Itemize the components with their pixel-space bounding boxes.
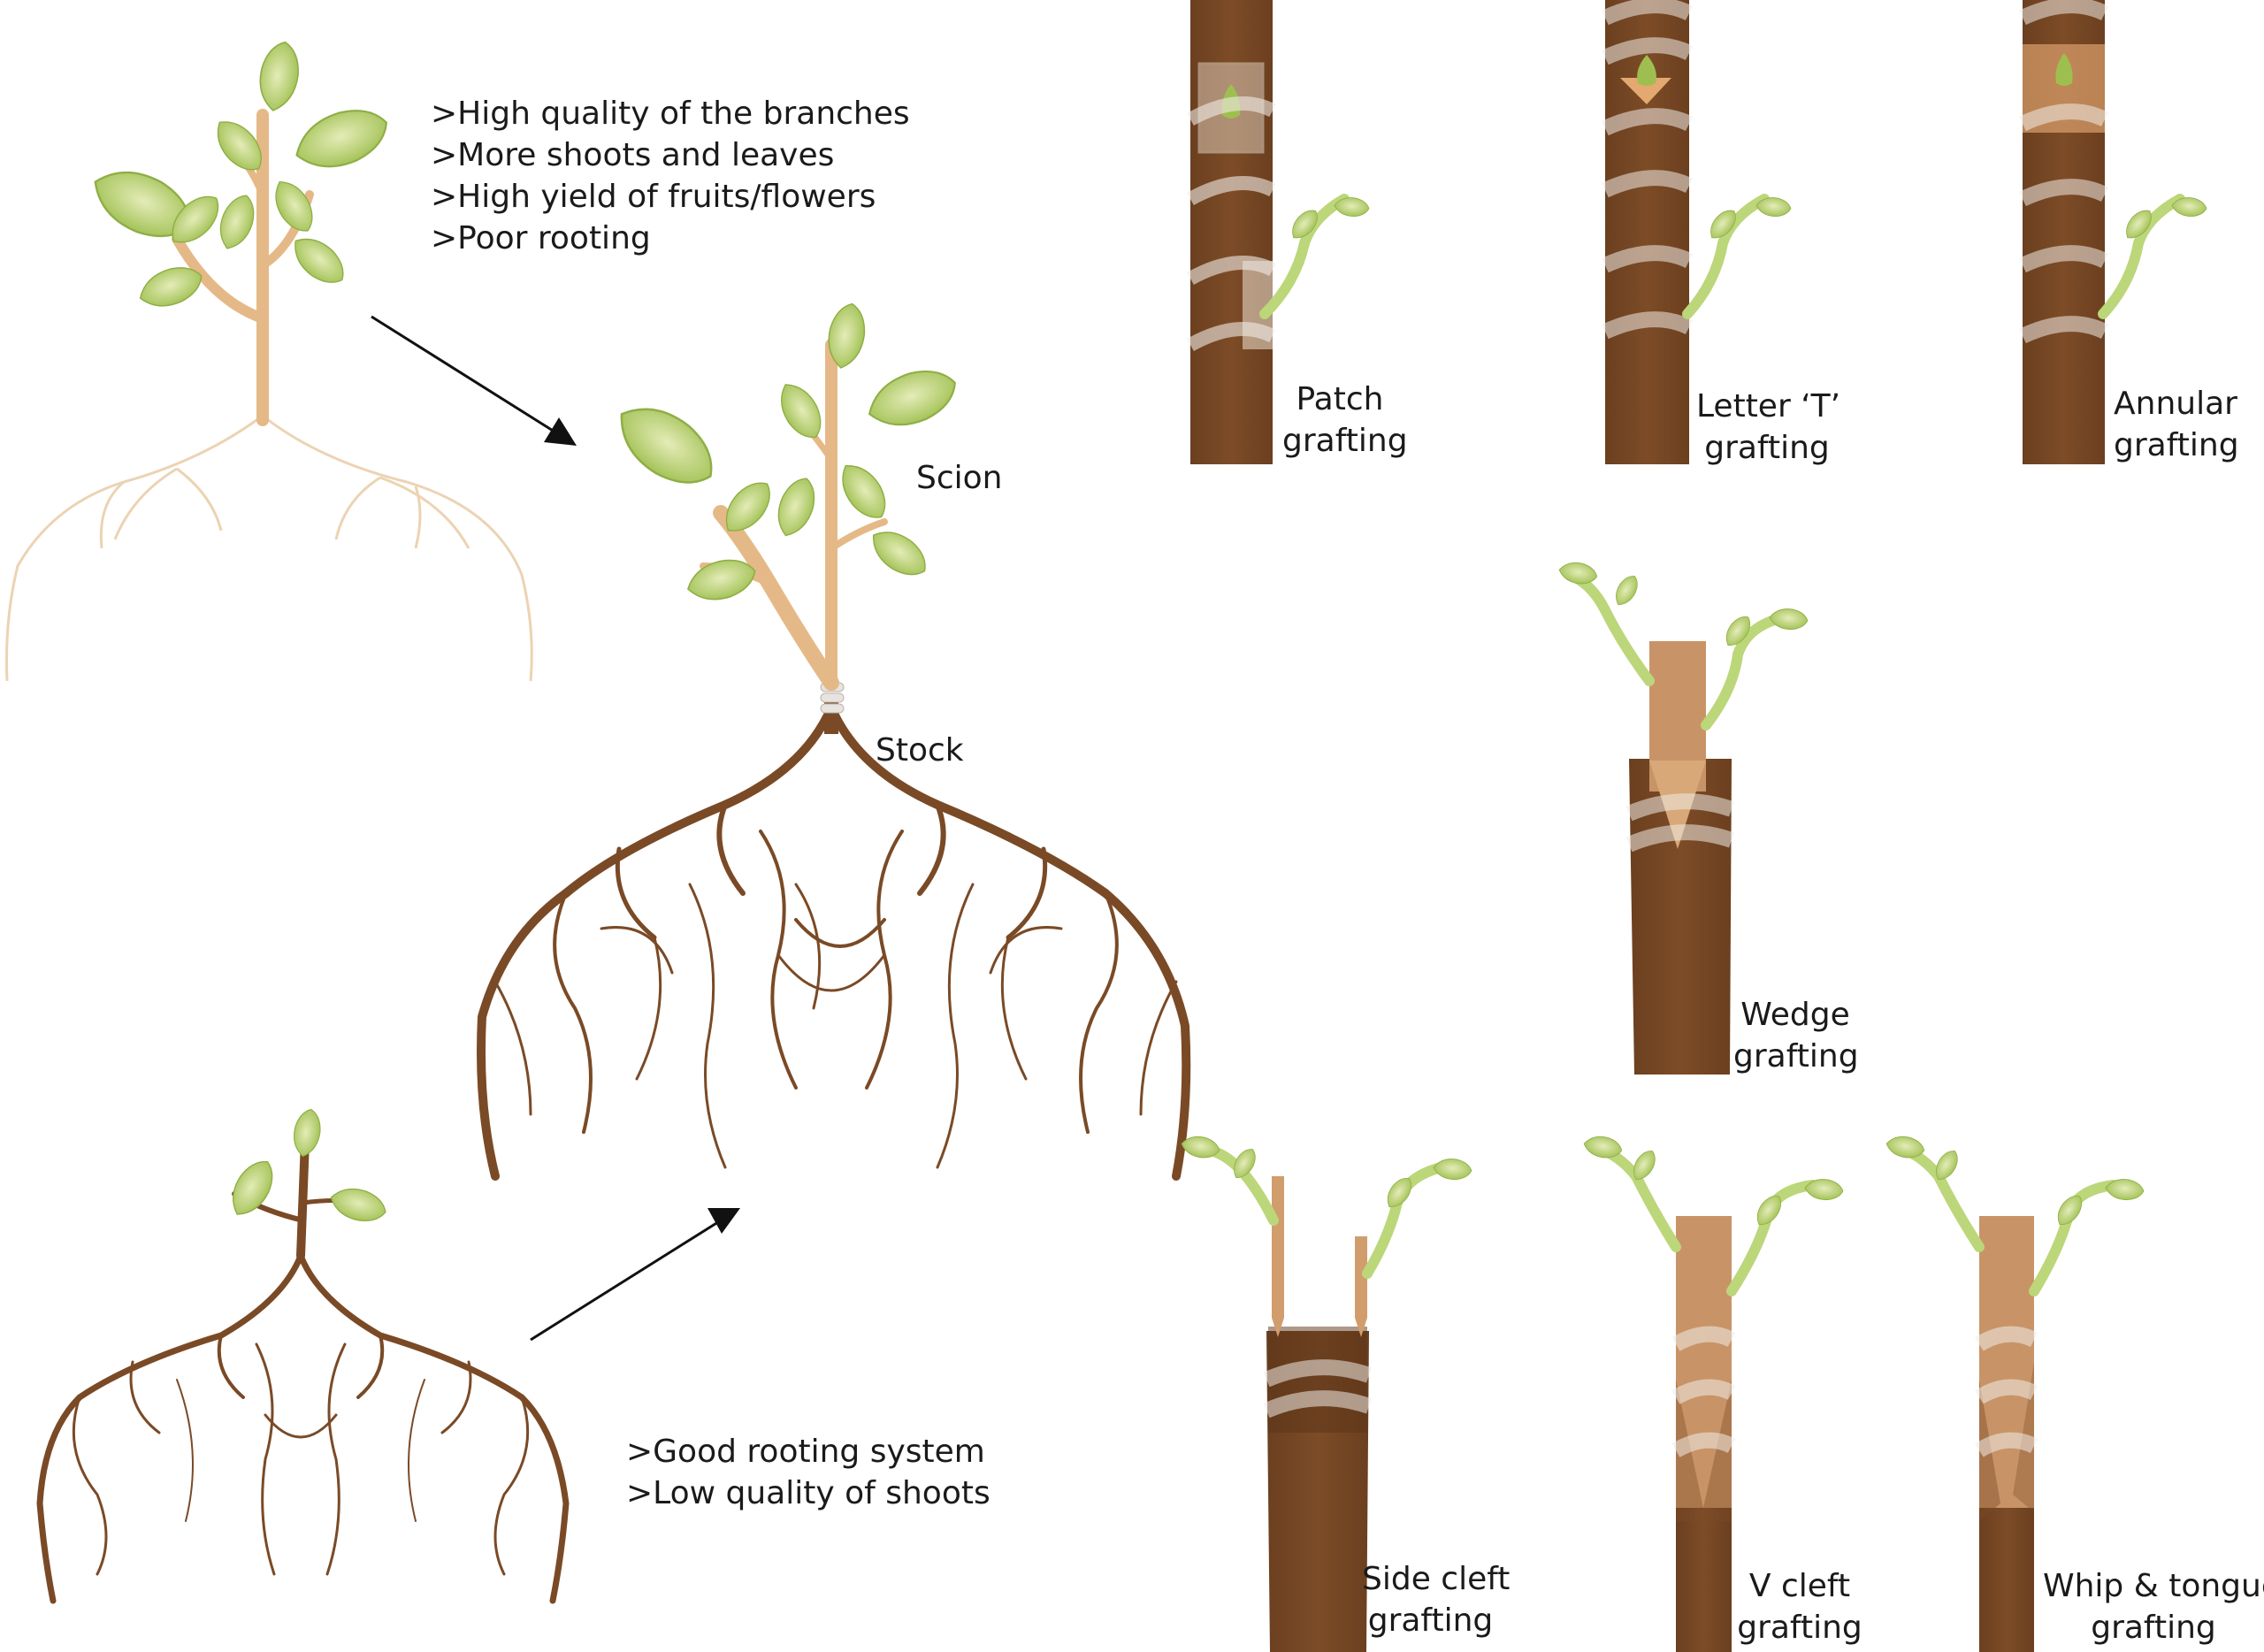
wedge-graft-illustration [1556, 559, 1809, 1075]
letter-t-graft-illustration [1602, 0, 1793, 464]
stock-trait: >Low quality of shoots [626, 1475, 990, 1511]
whip-tongue-graft-illustration [1884, 1133, 2145, 1652]
scion-trait: >More shoots and leaves [431, 137, 835, 173]
patch-graft-illustration [1187, 0, 1371, 464]
annular-graft-illustration [2019, 0, 2208, 464]
v-cleft-graft-illustration [1581, 1133, 1845, 1652]
scion-trait: >Poor rooting [431, 220, 651, 256]
stock-label: Stock [876, 732, 964, 769]
scion-traits-list: >High quality of the branches >More shoo… [431, 93, 910, 259]
scion-plant [5, 38, 533, 682]
stock-traits-list: >Good rooting system >Low quality of sho… [626, 1431, 990, 1514]
scion-plant-roots [5, 414, 533, 682]
grafted-plant [477, 300, 1191, 1181]
stock-plant [36, 1106, 570, 1604]
grafted-plant-roots [477, 703, 1191, 1181]
scion-trait: >High quality of the branches [431, 96, 910, 132]
scion-label: Scion [916, 460, 1003, 496]
arrow-stock-to-graft [530, 1208, 740, 1342]
arrow-scion-to-graft [371, 315, 577, 446]
grafted-plant-stem [700, 339, 888, 691]
letter-t-grafting-label: Letter ‘T’grafting [1696, 388, 1841, 466]
side-cleft-graft-illustration [1179, 1133, 1473, 1652]
scion-trait: >High yield of fruits/flowers [431, 179, 876, 215]
stock-trait: >Good rooting system [626, 1434, 985, 1470]
